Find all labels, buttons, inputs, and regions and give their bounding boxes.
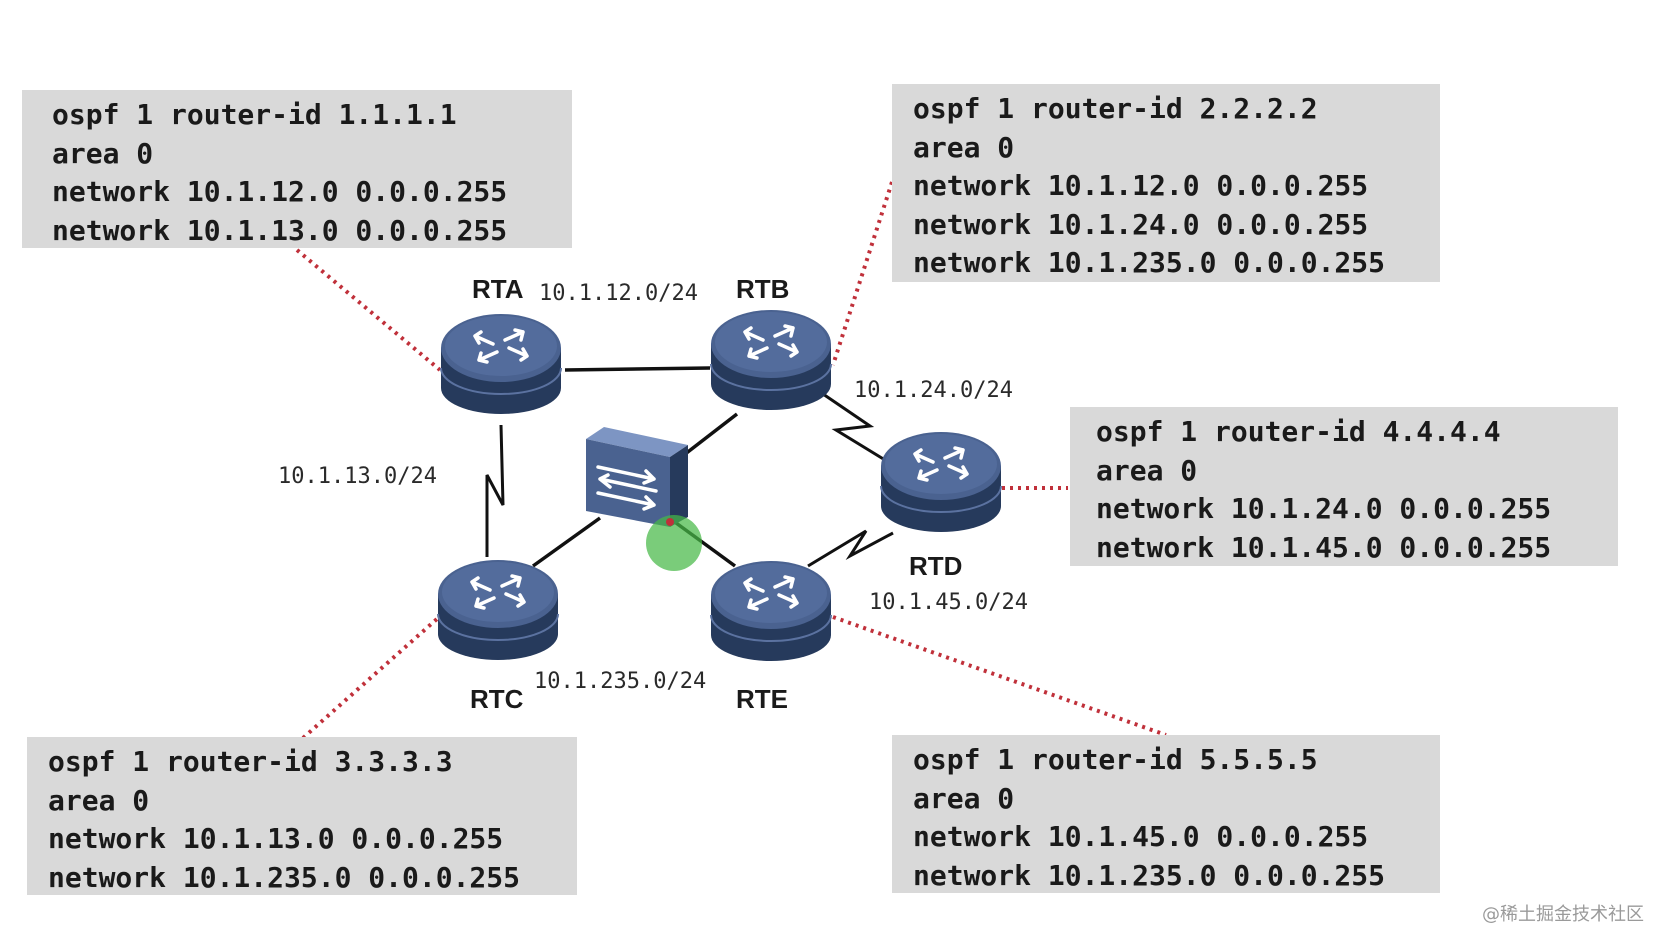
link-rtd-rte-serial <box>807 529 894 568</box>
config-line: network 10.1.24.0 0.0.0.255 <box>913 207 1369 241</box>
leader-rte <box>832 615 1167 737</box>
config-line: ospf 1 router-id 4.4.4.4 <box>1096 415 1501 448</box>
config-line: network 10.1.24.0 0.0.0.255 <box>1096 492 1552 525</box>
router-icon <box>710 310 832 410</box>
cursor-point <box>666 518 674 526</box>
config-line: network 10.1.45.0 0.0.0.255 <box>913 820 1369 853</box>
config-line: network 10.1.12.0 0.0.0.255 <box>913 169 1369 202</box>
leader-rta <box>295 248 442 372</box>
config-line: area 0 <box>1096 453 1198 487</box>
subnet-label-ac: 10.1.13.0/24 <box>278 464 437 489</box>
subnet-label-ab: 10.1.12.0/24 <box>539 281 698 306</box>
router-icon <box>710 561 832 661</box>
config-line: ospf 1 router-id 5.5.5.5 <box>913 743 1318 776</box>
link-rtb-switch <box>678 412 739 460</box>
router-label-rtc: RTC <box>470 684 524 714</box>
config-line: ospf 1 router-id 2.2.2.2 <box>913 92 1318 125</box>
config-line: network 10.1.235.0 0.0.0.255 <box>48 860 521 894</box>
router-icon <box>440 314 562 414</box>
config-line: network 10.1.13.0 0.0.0.255 <box>52 213 508 247</box>
config-box-rtd: ospf 1 router-id 4.4.4.4 area 0 network … <box>1070 407 1618 566</box>
config-line: network 10.1.12.0 0.0.0.255 <box>52 175 508 208</box>
link-rta-rtc-serial <box>485 424 505 557</box>
config-line: network 10.1.13.0 0.0.0.255 <box>48 822 504 855</box>
config-line: area 0 <box>48 783 150 817</box>
router-label-rte: RTE <box>736 684 788 714</box>
router-icon <box>880 432 1002 532</box>
config-line: ospf 1 router-id 3.3.3.3 <box>48 745 453 778</box>
config-box-rtb: ospf 1 router-id 2.2.2.2 area 0 network … <box>892 84 1440 282</box>
config-line: area 0 <box>913 130 1015 164</box>
config-line: network 10.1.235.0 0.0.0.255 <box>913 858 1386 892</box>
subnet-label-bd: 10.1.24.0/24 <box>854 378 1013 403</box>
watermark: @稀土掘金技术社区 <box>1482 904 1644 925</box>
subnet-label-lan: 10.1.235.0/24 <box>534 669 707 694</box>
config-line: area 0 <box>52 136 154 170</box>
config-line: network 10.1.235.0 0.0.0.255 <box>913 246 1386 279</box>
leader-rtb <box>831 181 894 366</box>
config-line: area 0 <box>913 781 1015 815</box>
config-box-rte: ospf 1 router-id 5.5.5.5 area 0 network … <box>892 735 1440 893</box>
link-switch-rtc <box>531 516 602 568</box>
leader-rtc <box>301 616 440 740</box>
cursor-highlight <box>646 515 702 571</box>
subnet-label-de: 10.1.45.0/24 <box>869 590 1028 615</box>
switch-icon <box>586 427 688 527</box>
link-rtb-rtd-serial <box>822 392 886 462</box>
config-box-rtc: ospf 1 router-id 3.3.3.3 area 0 network … <box>27 737 577 895</box>
link-rta-rtb <box>564 366 711 372</box>
config-box-rta: ospf 1 router-id 1.1.1.1 area 0 network … <box>22 90 572 248</box>
router-icon <box>437 560 559 660</box>
router-label-rtd: RTD <box>909 551 963 581</box>
config-line: ospf 1 router-id 1.1.1.1 <box>52 98 457 131</box>
router-label-rtb: RTB <box>736 274 790 304</box>
router-label-rta: RTA <box>472 274 524 304</box>
config-line: network 10.1.45.0 0.0.0.255 <box>1096 530 1552 564</box>
